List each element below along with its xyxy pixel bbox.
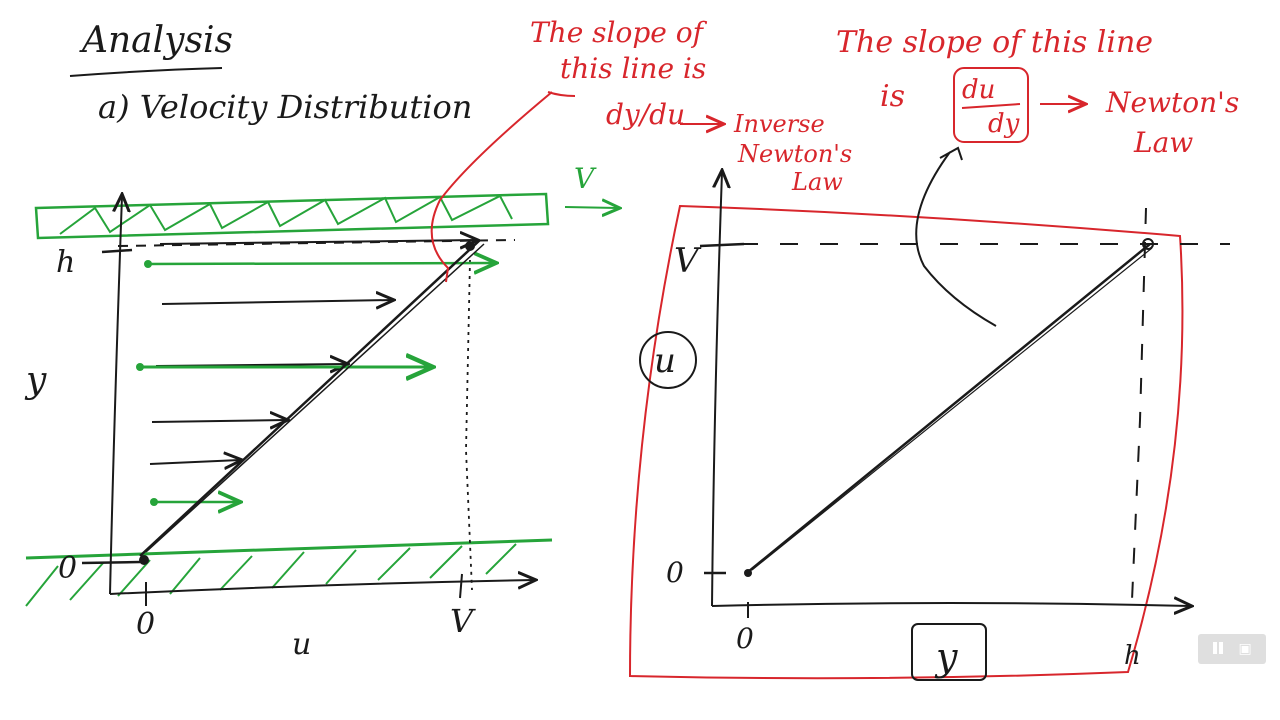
picture-icon[interactable]: ▣ (1238, 641, 1252, 657)
plate-velocity-label: V (574, 162, 597, 195)
right-tick-V (699, 242, 745, 248)
top-moving-plate (34, 192, 550, 240)
plate-velocity-arrow (564, 207, 618, 208)
right-y-tick-top: V (674, 241, 702, 281)
profile-arrow (151, 420, 286, 422)
right-y-tick-bottom: 0 (666, 556, 684, 589)
right-x-label-box (911, 623, 987, 681)
right-point-top (1142, 238, 1154, 250)
right-plot: V 0 u 0 h y (628, 146, 1230, 681)
left-note-pointer (430, 91, 576, 283)
green-velocity-arrow (145, 263, 494, 264)
right-note-fraction-bar (961, 103, 1021, 109)
left-x-axis-label: u (292, 627, 311, 662)
green-point (136, 363, 144, 371)
right-x-tick-left: 0 (736, 622, 754, 655)
top-plate-hatch (59, 194, 513, 235)
left-x-tick-left: 0 (136, 607, 155, 642)
right-x-axis-label: y (934, 635, 958, 679)
right-x-tick-right: h (1124, 641, 1141, 671)
right-note-formula-den: dy (988, 109, 1020, 139)
left-velocity-profile-line (139, 239, 481, 557)
right-note-line2: is (880, 79, 905, 114)
left-note-result3: Law (791, 168, 843, 196)
profile-arrow (149, 460, 240, 464)
right-note-line1: The slope of this line (836, 25, 1153, 60)
left-note-result2: Newton's (737, 140, 852, 168)
left-y-axis-label: y (24, 360, 47, 401)
right-velocity-profile-line (751, 247, 1153, 571)
green-point (144, 260, 152, 268)
right-note-result2: Law (1133, 126, 1193, 159)
left-y-tick-top: h (56, 245, 75, 280)
right-note-formula-num: du (962, 75, 995, 105)
right-note-pointer (915, 146, 997, 327)
profile-arrow (159, 240, 476, 244)
left-x-axis (109, 580, 534, 595)
left-x-tick-right: V (450, 602, 476, 640)
right-note-result1: Newton's (1105, 86, 1239, 119)
left-slope-note: The slope of this line is dy/du Inverse … (430, 16, 852, 283)
left-tick-xV (459, 573, 463, 599)
right-slope-note: The slope of this line is du dy Newton's… (836, 25, 1239, 159)
pause-icon[interactable] (1212, 641, 1224, 657)
right-y-axis (711, 172, 722, 607)
left-note-formula: dy/du (606, 98, 685, 131)
left-note-result1: Inverse (733, 110, 825, 138)
profile-point-top (465, 241, 475, 251)
left-right-dotted-line (465, 259, 473, 591)
right-vertical-dashed-line (1131, 207, 1147, 601)
green-point (150, 498, 158, 506)
bottom-wall-hatch (25, 543, 517, 607)
left-y-tick-bottom: 0 (58, 551, 77, 586)
left-tick-0 (81, 560, 141, 565)
left-velocity-profile-line (145, 243, 485, 553)
right-y-label-circle (639, 331, 697, 389)
player-controls: ▣ (1198, 634, 1266, 664)
right-note-formula-box (953, 67, 1029, 143)
right-plot-red-outline (628, 204, 1184, 680)
right-point-bottom (744, 569, 752, 577)
profile-arrow (161, 300, 392, 304)
left-y-axis (109, 196, 122, 595)
right-velocity-profile-line (747, 243, 1151, 573)
bottom-fixed-wall (25, 538, 553, 560)
profile-point-bottom (139, 555, 149, 565)
left-plot: V h 0 y 0 (24, 162, 618, 662)
right-y-axis-label: u (654, 341, 676, 381)
subtitle-text: a) Velocity Distribution (98, 88, 472, 126)
left-note-line1: The slope of (530, 16, 708, 49)
right-x-axis (711, 603, 1190, 606)
title-underline (69, 67, 223, 77)
left-note-line2: this line is (560, 52, 706, 85)
left-tick-h (101, 248, 133, 254)
title-text: Analysis (79, 20, 233, 61)
